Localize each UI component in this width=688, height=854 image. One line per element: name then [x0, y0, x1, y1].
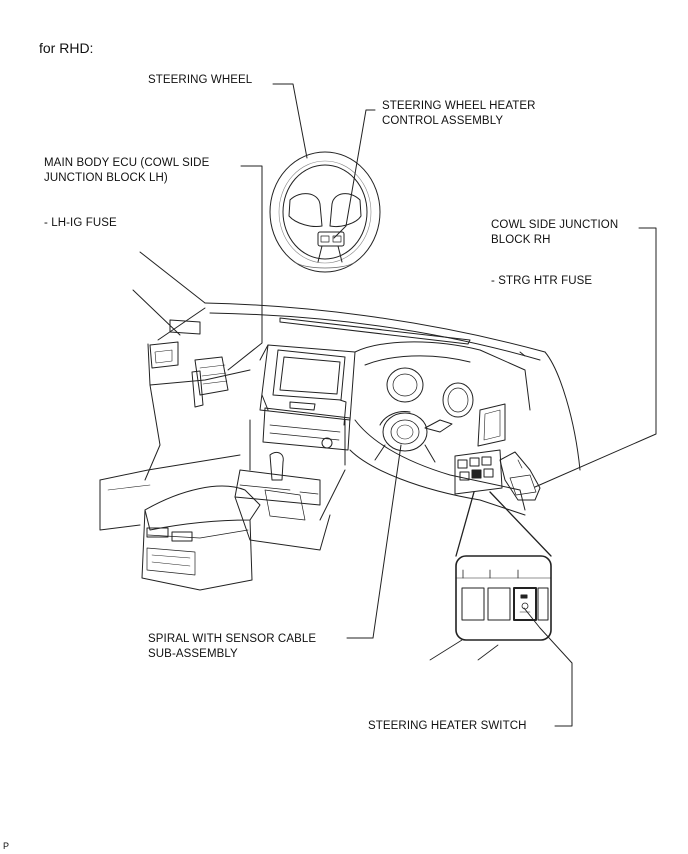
label-cowl-side-jb-rh-line2: BLOCK RH [491, 234, 551, 246]
steering-wheel-inset [269, 151, 381, 273]
heater-switch-detail-inset [429, 491, 552, 661]
label-heater-control-line1: STEERING WHEEL HEATER [382, 100, 536, 112]
dashboard-outline [99, 251, 581, 591]
footer-code: P [3, 841, 10, 851]
label-spiral-line1: SPIRAL WITH SENSOR CABLE [148, 633, 317, 645]
label-steering-heater-switch: STEERING HEATER SWITCH [368, 720, 527, 732]
label-main-body-ecu-line2: JUNCTION BLOCK LH) [44, 172, 168, 184]
diagram-heading: for RHD: [39, 40, 94, 56]
label-cowl-side-jb-rh-line1: COWL SIDE JUNCTION [491, 219, 619, 231]
label-steering-wheel: STEERING WHEEL [148, 74, 253, 86]
label-strg-htr-fuse: - STRG HTR FUSE [491, 275, 593, 287]
label-spiral-line2: SUB-ASSEMBLY [148, 648, 238, 660]
leader-lines [227, 83, 657, 727]
label-main-body-ecu-line1: MAIN BODY ECU (COWL SIDE [44, 157, 210, 169]
label-lh-ig-fuse: - LH-IG FUSE [44, 217, 117, 229]
label-heater-control-line2: CONTROL ASSEMBLY [382, 115, 504, 127]
